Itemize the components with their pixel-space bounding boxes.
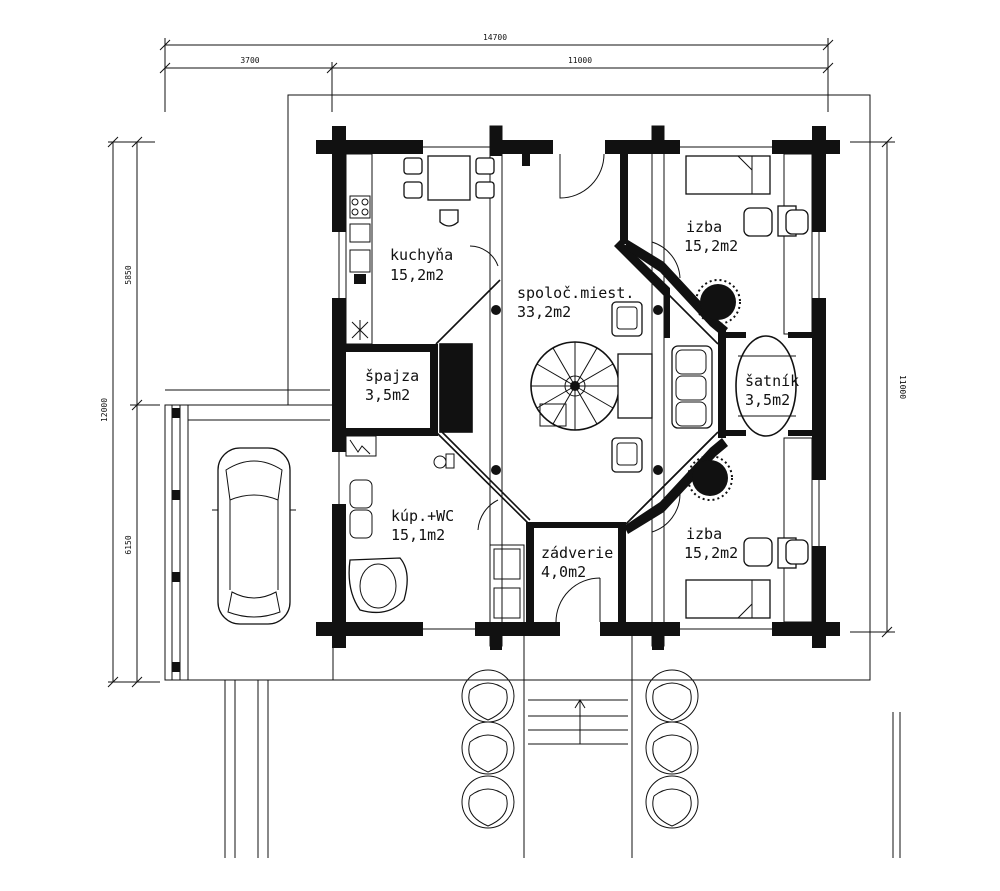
kitchen-furniture bbox=[345, 153, 495, 345]
car-icon bbox=[212, 447, 296, 625]
living-name: spoloč.miest. bbox=[517, 284, 634, 302]
room-lower-area: 15,2m2 bbox=[684, 544, 738, 562]
bedroom-furniture bbox=[685, 155, 809, 619]
dim-left-total: 12000 bbox=[100, 398, 109, 422]
dim-top-left: 3700 bbox=[240, 56, 259, 65]
kitchen-name: kuchyňa bbox=[390, 246, 453, 264]
terrace-outline bbox=[164, 94, 901, 858]
dim-left-upper: 5850 bbox=[124, 265, 133, 284]
dim-right-total: 11000 bbox=[898, 375, 907, 399]
dim-left-lower: 6150 bbox=[124, 535, 133, 554]
room-upper-area: 15,2m2 bbox=[684, 237, 738, 255]
living-area: 33,2m2 bbox=[517, 303, 571, 321]
entrance-steps bbox=[523, 636, 633, 858]
dim-top-total: 14700 bbox=[483, 33, 507, 42]
bath-name: kúp.+WC bbox=[391, 507, 454, 525]
house-walls bbox=[316, 125, 840, 650]
bathroom-furniture bbox=[345, 435, 455, 614]
plant-icon bbox=[687, 279, 741, 501]
pantry-name: špajza bbox=[365, 367, 419, 385]
kitchen-area: 15,2m2 bbox=[390, 266, 444, 284]
dim-top-right: 11000 bbox=[568, 56, 592, 65]
tree-icon bbox=[461, 669, 699, 829]
wardrobe-area: 3,5m2 bbox=[745, 391, 790, 409]
dimension-lines bbox=[107, 38, 895, 688]
room-upper-name: izba bbox=[686, 218, 722, 236]
room-labels: kuchyňa 15,2m2 spoloč.miest. 33,2m2 špaj… bbox=[365, 218, 799, 581]
pantry-area: 3,5m2 bbox=[365, 386, 410, 404]
living-furniture bbox=[530, 301, 713, 473]
entry-name: zádverie bbox=[541, 544, 613, 562]
doors bbox=[469, 153, 681, 623]
room-lower-name: izba bbox=[686, 525, 722, 543]
wardrobe-name: šatník bbox=[745, 372, 799, 390]
entry-area: 4,0m2 bbox=[541, 563, 586, 581]
bath-area: 15,1m2 bbox=[391, 526, 445, 544]
